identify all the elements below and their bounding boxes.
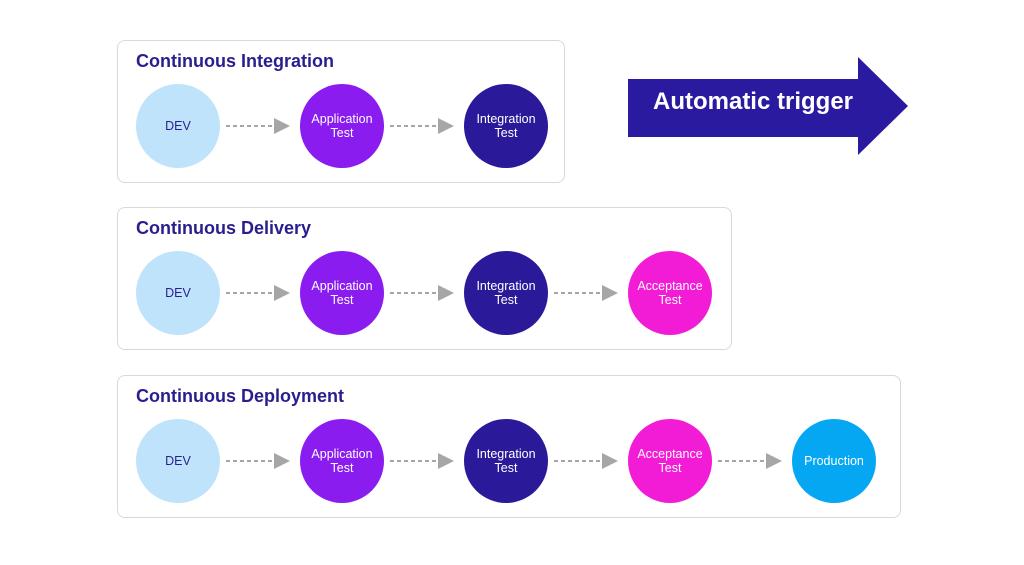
stage-label: DEV xyxy=(165,286,191,300)
stage-label-line: Test xyxy=(330,126,354,140)
flow-arrow xyxy=(390,285,454,301)
stage-label-line: Integration xyxy=(476,447,536,461)
stage-label-line: Test xyxy=(658,461,682,475)
stage-label-line: Application xyxy=(311,279,373,293)
stage-label-line: DEV xyxy=(165,454,191,468)
flow-arrow-head xyxy=(602,453,618,469)
stage-node-dev: DEV xyxy=(136,419,220,503)
flow-arrow-head xyxy=(274,453,290,469)
stage-label-line: Test xyxy=(330,461,354,475)
stage-label-line: Application xyxy=(311,447,373,461)
panel-title: Continuous Deployment xyxy=(136,386,344,406)
stage-label-line: Test xyxy=(494,293,518,307)
stage-label-line: Integration xyxy=(476,279,536,293)
flow-arrow xyxy=(226,118,290,134)
flow-arrow xyxy=(226,285,290,301)
panel-title: Continuous Integration xyxy=(136,51,334,71)
stage-label-line: DEV xyxy=(165,119,191,133)
stage-node-dev: DEV xyxy=(136,84,220,168)
flow-arrow xyxy=(390,453,454,469)
flow-arrow xyxy=(718,453,782,469)
automatic-trigger-label: Automatic trigger xyxy=(652,88,853,115)
flow-arrow-head xyxy=(438,285,454,301)
flow-arrow-head xyxy=(602,285,618,301)
flow-arrow-head xyxy=(438,118,454,134)
stage-label-line: Production xyxy=(804,454,864,468)
stage-label-line: Test xyxy=(494,461,518,475)
flow-arrow-head xyxy=(766,453,782,469)
flow-arrow xyxy=(390,118,454,134)
automatic-trigger-arrow: Automatic trigger xyxy=(628,57,908,155)
stage-label-line: Application xyxy=(311,112,373,126)
flow-arrow xyxy=(554,285,618,301)
stage-label-line: Acceptance xyxy=(637,447,703,461)
stage-label-line: Acceptance xyxy=(637,279,703,293)
stage-label: DEV xyxy=(165,119,191,133)
stage-label: Production xyxy=(804,454,864,468)
trigger-arrow-shape xyxy=(628,57,908,155)
flow-arrow xyxy=(226,453,290,469)
stage-label-line: Test xyxy=(330,293,354,307)
stage-label-line: Integration xyxy=(476,112,536,126)
stage-label: DEV xyxy=(165,454,191,468)
flow-arrow-head xyxy=(274,285,290,301)
stage-label-line: Test xyxy=(658,293,682,307)
stage-node-production: Production xyxy=(792,419,876,503)
stage-label-line: Test xyxy=(494,126,518,140)
flow-arrow xyxy=(554,453,618,469)
panel-title: Continuous Delivery xyxy=(136,218,312,238)
stage-node-dev: DEV xyxy=(136,251,220,335)
stage-label-line: DEV xyxy=(165,286,191,300)
flow-arrow-head xyxy=(438,453,454,469)
flow-arrow-head xyxy=(274,118,290,134)
